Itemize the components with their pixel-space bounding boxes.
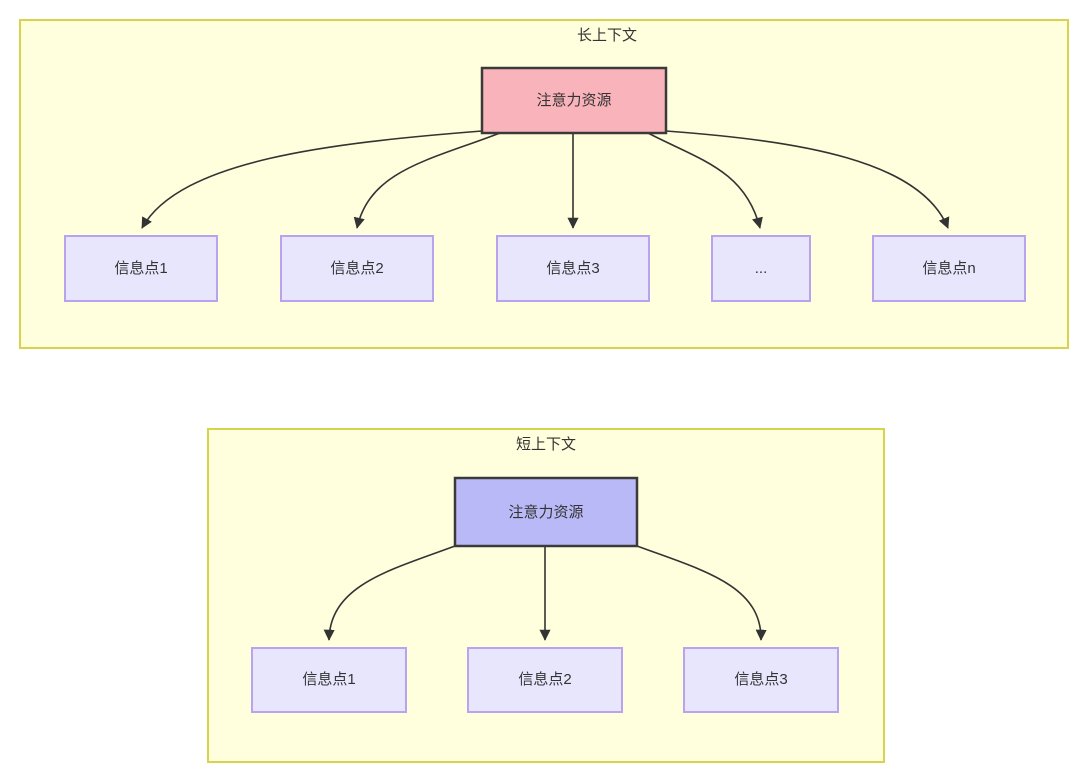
node-info-point-2-short-box[interactable] — [467, 647, 623, 713]
node-info-point-n-long[interactable]: 信息点n — [872, 235, 1026, 302]
node-info-point-n-long-box[interactable] — [872, 235, 1026, 302]
node-attention-resource-short-label: 注意力资源 — [508, 503, 583, 521]
node-info-point-3-short-box[interactable] — [683, 647, 839, 713]
panel-short-context: 短上下文 注意力资源 信息点1 信息点2 — [207, 428, 885, 763]
node-attention-resource-short-box[interactable] — [453, 476, 639, 548]
node-info-point-2-long[interactable]: 信息点2 — [280, 235, 434, 302]
node-info-point-ellipsis-long-label: ... — [755, 260, 768, 277]
node-info-point-1-long-box[interactable] — [64, 235, 218, 302]
node-info-point-3-long-box[interactable] — [496, 235, 650, 302]
edges-short-context — [323, 545, 767, 641]
panel-long-context: 长上下文 注意力资源 信息点1 信息点2 — [19, 19, 1069, 349]
node-attention-resource-long-label: 注意力资源 — [536, 91, 611, 109]
edge-attention-short-to-info3 — [636, 545, 767, 641]
edge-attention-short-to-info1 — [323, 545, 456, 641]
edge-attention-to-info2 — [353, 132, 501, 229]
node-info-point-3-short[interactable]: 信息点3 — [683, 647, 839, 713]
node-info-point-1-short[interactable]: 信息点1 — [251, 647, 407, 713]
node-info-point-3-short-label: 信息点3 — [734, 671, 787, 688]
node-info-point-n-long-label: 信息点n — [922, 260, 975, 277]
node-info-point-1-long[interactable]: 信息点1 — [64, 235, 218, 302]
edges-long-context — [141, 130, 950, 229]
node-attention-resource-short[interactable]: 注意力资源 — [453, 476, 639, 548]
node-attention-resource-long[interactable]: 注意力资源 — [480, 66, 668, 135]
node-info-point-2-long-box[interactable] — [280, 235, 434, 302]
node-info-point-1-long-label: 信息点1 — [114, 260, 167, 277]
node-attention-resource-long-box[interactable] — [480, 66, 668, 135]
panel-long-context-title: 长上下文 — [577, 27, 637, 44]
edge-attention-to-infon — [665, 130, 950, 229]
node-info-point-2-long-label: 信息点2 — [330, 260, 383, 277]
node-info-point-ellipsis-long[interactable]: ... — [711, 235, 811, 302]
edge-attention-to-info1 — [141, 130, 483, 229]
panel-short-context-title: 短上下文 — [516, 436, 576, 453]
edge-attention-to-ellipsis — [647, 132, 763, 229]
node-info-point-3-long[interactable]: 信息点3 — [496, 235, 650, 302]
node-info-point-ellipsis-long-box[interactable] — [711, 235, 811, 302]
node-info-point-1-short-box[interactable] — [251, 647, 407, 713]
node-info-point-2-short-label: 信息点2 — [518, 671, 571, 688]
node-info-point-1-short-label: 信息点1 — [302, 671, 355, 688]
node-info-point-3-long-label: 信息点3 — [546, 260, 599, 277]
node-info-point-2-short[interactable]: 信息点2 — [467, 647, 623, 713]
